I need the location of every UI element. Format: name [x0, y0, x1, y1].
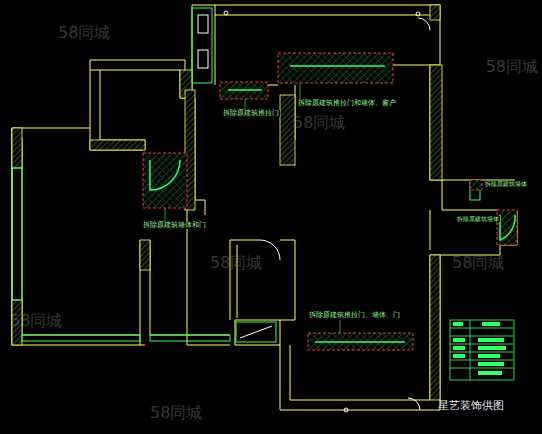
demolition-note: 拆除原建筑墙体和门: [142, 222, 207, 229]
demolition-note: 拆除原建筑推拉门和墙体、窗户: [297, 100, 397, 107]
watermark: 58同城: [210, 254, 262, 272]
demolition-note: 拆除原建筑推拉门: [222, 110, 280, 117]
demolition-note: 拆除原建筑墙体: [456, 216, 500, 222]
demolition-note: 拆除原建筑墙体: [484, 181, 528, 187]
credit-text: 星艺装饰供图: [438, 400, 504, 412]
watermark: 58同城: [486, 58, 538, 76]
watermark: 58同城: [293, 114, 345, 132]
watermark: 58同城: [10, 312, 62, 330]
watermark: 58同城: [58, 24, 110, 42]
watermark: 58同城: [150, 404, 202, 422]
demolition-note: 拆除原建筑推拉门、墙体、门: [308, 312, 401, 319]
watermark: 58同城: [452, 254, 504, 272]
